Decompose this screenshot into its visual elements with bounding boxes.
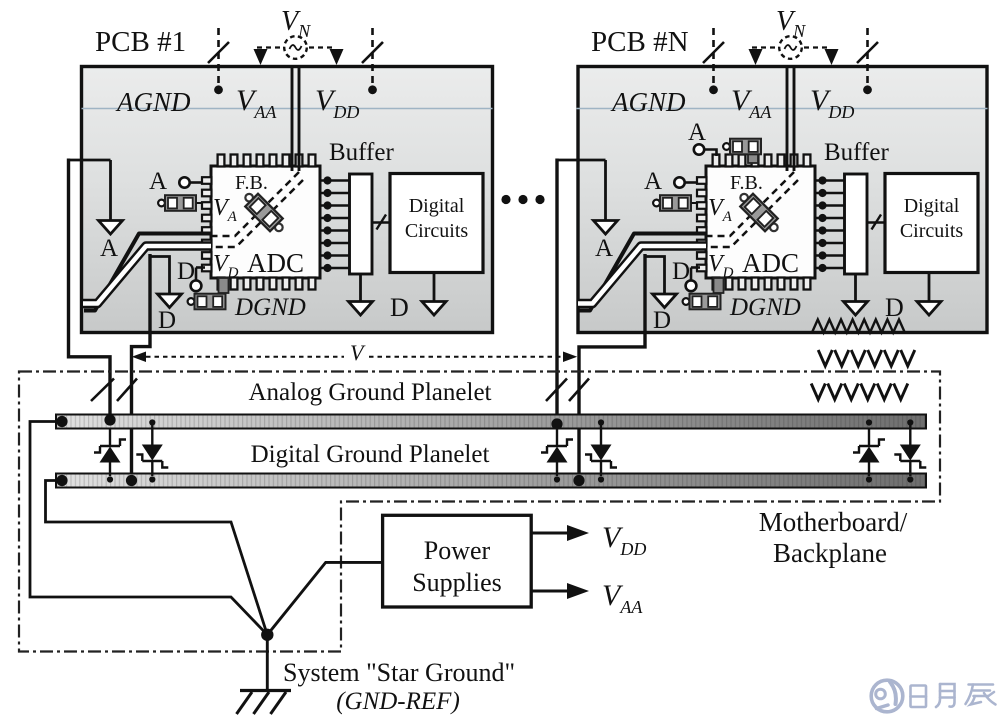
svg-text:Supplies: Supplies	[412, 568, 502, 597]
svg-text:Backplane: Backplane	[773, 538, 887, 568]
svg-text:Motherboard/: Motherboard/	[759, 507, 908, 537]
svg-text:PCB #1: PCB #1	[95, 26, 186, 58]
svg-text:A: A	[688, 119, 706, 146]
svg-text:System "Star Ground": System "Star Ground"	[283, 658, 515, 687]
svg-text:PCB #N: PCB #N	[591, 26, 689, 58]
svg-text:(GND-REF): (GND-REF)	[336, 688, 460, 715]
svg-text:VAA: VAA	[602, 579, 643, 617]
svg-text:Power: Power	[424, 536, 491, 565]
svg-text:VDD: VDD	[602, 521, 646, 559]
svg-text:V: V	[350, 340, 366, 365]
svg-text:Analog Ground Planelet: Analog Ground Planelet	[248, 379, 491, 406]
svg-text:Digital Ground Planelet: Digital Ground Planelet	[251, 441, 490, 468]
